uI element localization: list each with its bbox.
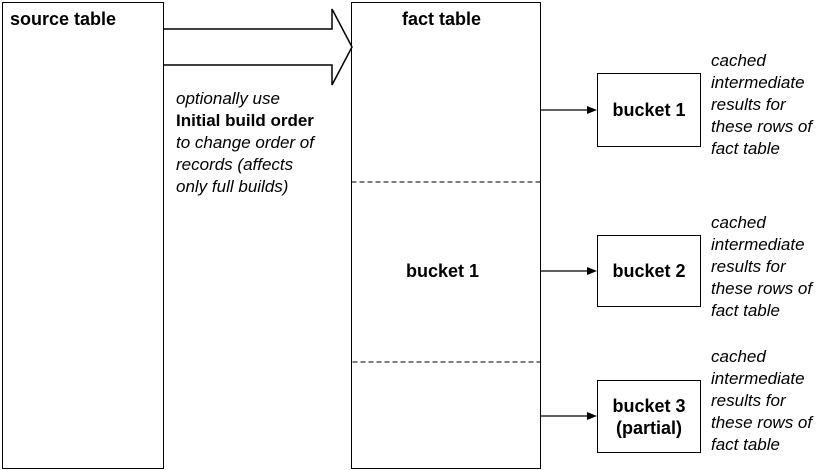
- source-table-label: source table: [10, 9, 117, 29]
- cache-note-2-line-3: results for: [711, 257, 786, 276]
- bucket-1-label: bucket 1: [612, 100, 686, 120]
- cache-note-1-line-3: results for: [711, 95, 786, 114]
- cache-note-2-line-4: these rows of: [711, 279, 813, 298]
- cache-note-3-line-2: intermediate: [711, 369, 805, 388]
- bucket-3-sublabel: (partial): [615, 417, 682, 438]
- cache-note-3-line-5: fact table: [711, 435, 780, 454]
- fact-table-label: fact table: [402, 9, 482, 29]
- cache-note-2-line-5: fact table: [711, 301, 780, 320]
- bucket-3-box: bucket 3 (partial): [597, 380, 701, 453]
- arrowhead-bucket-1: [587, 106, 597, 114]
- block-arrow: [164, 8, 353, 86]
- bucket-1-box: bucket 1: [597, 73, 701, 147]
- cache-note-1-line-4: these rows of: [711, 117, 813, 136]
- note-line-4: records (affects: [176, 155, 294, 174]
- bucket-2-label: bucket 2: [612, 261, 686, 281]
- cache-note-1-line-1: cached: [711, 51, 766, 70]
- cache-note-3-line-1: cached: [711, 347, 766, 366]
- source-table-box: [2, 2, 164, 469]
- cache-note-1-line-2: intermediate: [711, 73, 805, 92]
- cache-note-1: cached intermediate results for these ro…: [711, 50, 833, 160]
- cache-note-1-line-5: fact table: [711, 139, 780, 158]
- bucket-3-label: bucket 3: [612, 395, 686, 416]
- fact-table-dashed-segment: [351, 181, 541, 363]
- cache-note-2-line-1: cached: [711, 213, 766, 232]
- cache-note-3-line-3: results for: [711, 391, 786, 410]
- note-line-3: to change order of: [176, 133, 314, 152]
- arrowhead-bucket-2: [587, 267, 597, 275]
- note-line-2-bold: Initial build order: [176, 111, 314, 130]
- note-line-5: only full builds): [176, 177, 289, 196]
- build-order-note: optionally use Initial build order to ch…: [176, 88, 348, 198]
- note-line-1: optionally use: [176, 89, 280, 108]
- bucket-2-box: bucket 2: [597, 235, 701, 307]
- cache-note-2: cached intermediate results for these ro…: [711, 212, 833, 322]
- arrowhead-bucket-3: [587, 412, 597, 420]
- cache-note-3-line-4: these rows of: [711, 413, 813, 432]
- cache-note-3: cached intermediate results for these ro…: [711, 346, 833, 456]
- cache-note-2-line-2: intermediate: [711, 235, 805, 254]
- fact-table-segment-label: bucket 1: [406, 261, 480, 281]
